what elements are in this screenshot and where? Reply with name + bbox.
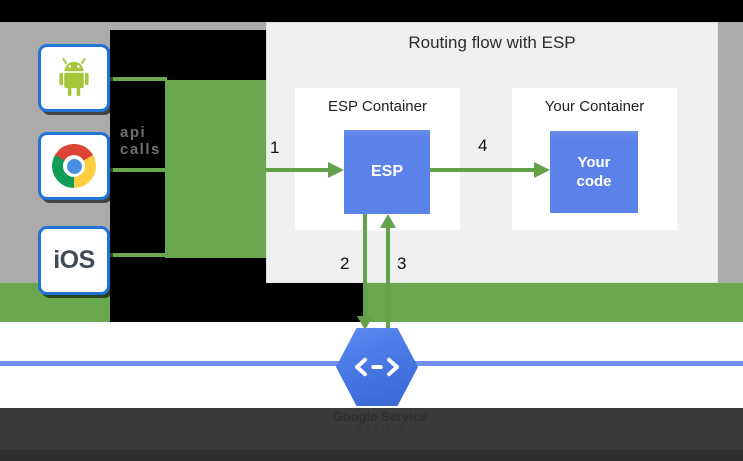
ios-label: iOS bbox=[53, 246, 95, 274]
arrow-1-line bbox=[266, 168, 328, 172]
android-icon bbox=[59, 57, 89, 97]
step-4-label: 4 bbox=[478, 136, 488, 155]
api-calls-note-line1: api bbox=[120, 124, 147, 141]
esp-node: ESP bbox=[344, 130, 430, 214]
your-code-line2: code bbox=[576, 173, 612, 190]
transparent-dark-zone-bottom bbox=[110, 283, 365, 322]
google-service-label-line1: Google Service bbox=[332, 409, 428, 424]
arrow-2-head-icon bbox=[357, 316, 373, 330]
ios-client-tile: iOS bbox=[38, 226, 110, 295]
cloud-endpoints-hexagon-icon bbox=[336, 328, 418, 406]
arrow-2-line bbox=[363, 214, 367, 326]
arrow-3-head-icon bbox=[380, 214, 396, 228]
request-merge-green-column bbox=[165, 80, 266, 258]
chrome-connector-line bbox=[108, 168, 167, 172]
arrow-3-line bbox=[386, 228, 390, 330]
chrome-icon-dot bbox=[66, 158, 82, 174]
your-container-title: Your Container bbox=[544, 98, 645, 115]
android-client-tile bbox=[38, 44, 110, 112]
api-calls-note-line2: calls bbox=[120, 141, 161, 158]
esp-container-title: ESP Container bbox=[328, 98, 427, 115]
step-3-label: 3 bbox=[397, 254, 407, 273]
chrome-client-tile bbox=[38, 132, 110, 200]
arrow-4-line bbox=[430, 168, 534, 172]
top-letterbox-bar bbox=[0, 0, 743, 22]
code-brackets-icon bbox=[355, 357, 399, 377]
android-connector-line bbox=[108, 77, 167, 81]
panel-title: Routing flow with ESP bbox=[408, 33, 576, 52]
arrow-1-head-icon bbox=[328, 162, 344, 178]
api-calls-note: api calls bbox=[120, 124, 165, 161]
step-2-label: 2 bbox=[340, 254, 350, 273]
chrome-icon bbox=[52, 144, 96, 188]
step-1-label: 1 bbox=[270, 138, 280, 157]
your-code-node: Your code bbox=[550, 131, 638, 213]
ios-connector-line bbox=[108, 253, 167, 257]
google-service-label-line2: Control bbox=[355, 423, 405, 435]
arrow-4-head-icon bbox=[534, 162, 550, 178]
your-code-line1: Your bbox=[577, 154, 611, 171]
bottom-dark-overlay-edge bbox=[0, 450, 743, 461]
